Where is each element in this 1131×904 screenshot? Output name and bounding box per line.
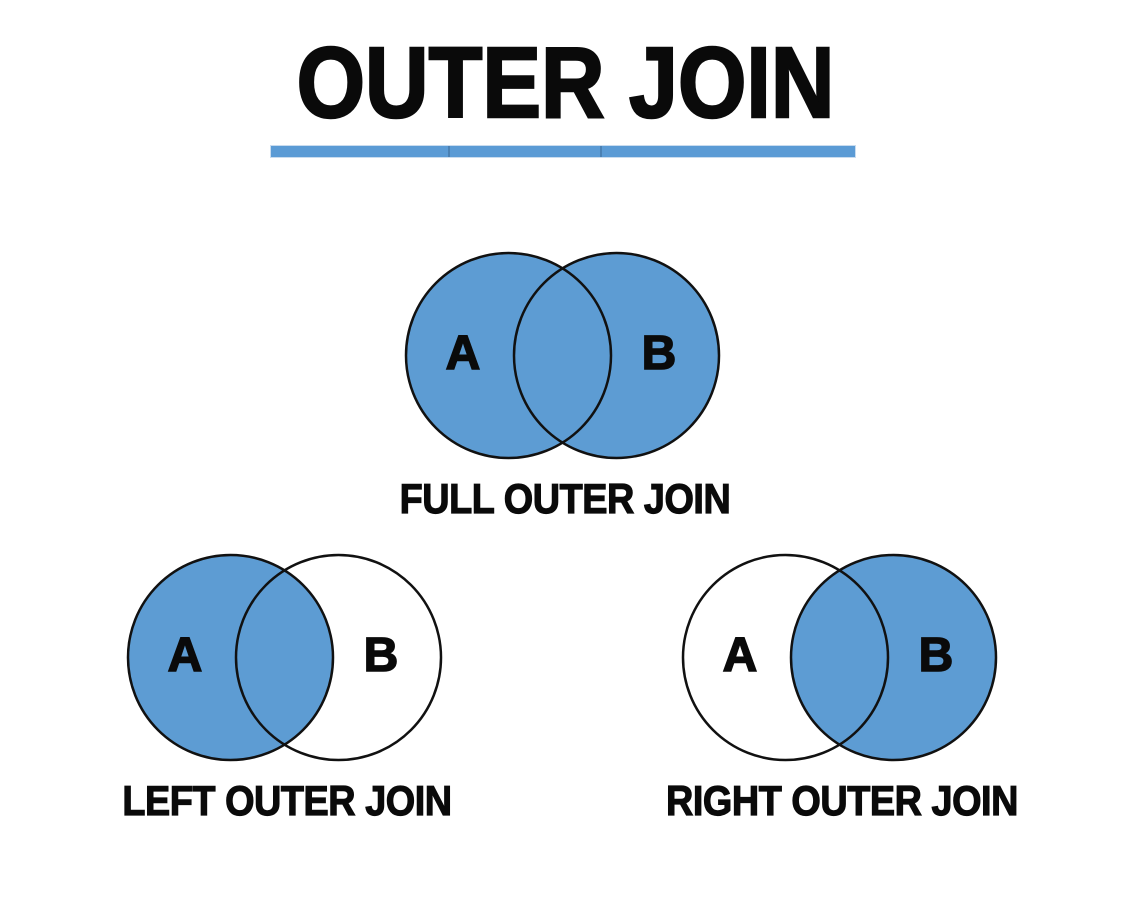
diagram-caption: LEFT OUTER JOIN (122, 777, 453, 824)
underline-segment-divider (448, 146, 450, 157)
circle-b-label: B (641, 327, 677, 380)
circle-b-label: B (363, 629, 399, 682)
venn-circles-graphic (126, 553, 443, 762)
venn-circles-graphic (681, 553, 998, 762)
circle-a-outline (681, 553, 890, 762)
circle-b-outline (789, 553, 998, 762)
circle-b-outline (512, 251, 721, 460)
circle-a-fill (128, 555, 333, 760)
diagram-caption: RIGHT OUTER JOIN (665, 777, 1018, 824)
page-title: OUTER JOIN (295, 27, 835, 139)
circle-a-label: A (167, 629, 203, 682)
diagram-caption: FULL OUTER JOIN (399, 475, 731, 522)
circle-a-label: A (722, 629, 758, 682)
circle-a-outline (126, 553, 335, 762)
circle-b-outline (234, 553, 443, 762)
venn-diagram-full-outer-join: A B FULL OUTER JOIN (395, 248, 735, 530)
circle-a-outline (404, 251, 613, 460)
venn-diagram-left-outer-join: A B LEFT OUTER JOIN (117, 550, 457, 832)
circle-a-label: A (445, 327, 481, 380)
circle-b-fill (791, 555, 996, 760)
venn-diagram-right-outer-join: A B RIGHT OUTER JOIN (665, 550, 1019, 832)
circle-b-fill (514, 253, 719, 458)
underline-segment-divider (600, 146, 602, 157)
circle-b-label: B (918, 629, 954, 682)
title-underline-bar (270, 145, 856, 158)
venn-circles-graphic (404, 251, 721, 460)
